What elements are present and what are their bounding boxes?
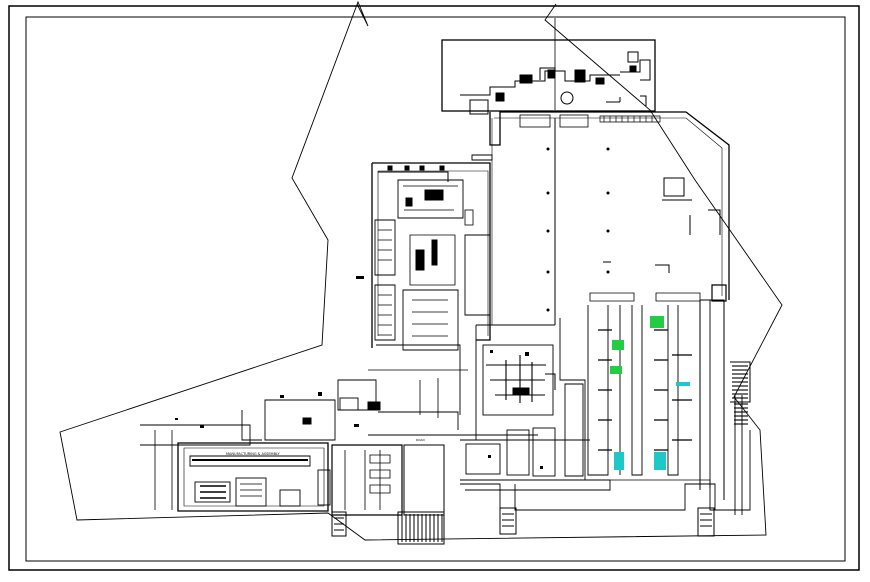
text-labels: MANUFACTURING & ASSEMBLY ROAD [226,438,425,456]
scattered-marks [175,276,543,469]
middle-lower-area [140,369,538,510]
compressor-area [482,344,556,416]
road-label: ROAD [416,438,425,442]
central-lower-building [331,444,715,545]
main-hall [476,111,730,326]
right-ramps [730,361,751,425]
top-building [441,18,656,115]
assembly-lines [587,284,727,500]
site-boundary [59,0,783,541]
left-tall-building [371,154,493,415]
sheet-frame [8,5,860,571]
workshop-title-label: MANUFACTURING & ASSEMBLY [226,452,280,456]
lower-left-factory [177,442,331,512]
lower-right-area [460,300,751,515]
